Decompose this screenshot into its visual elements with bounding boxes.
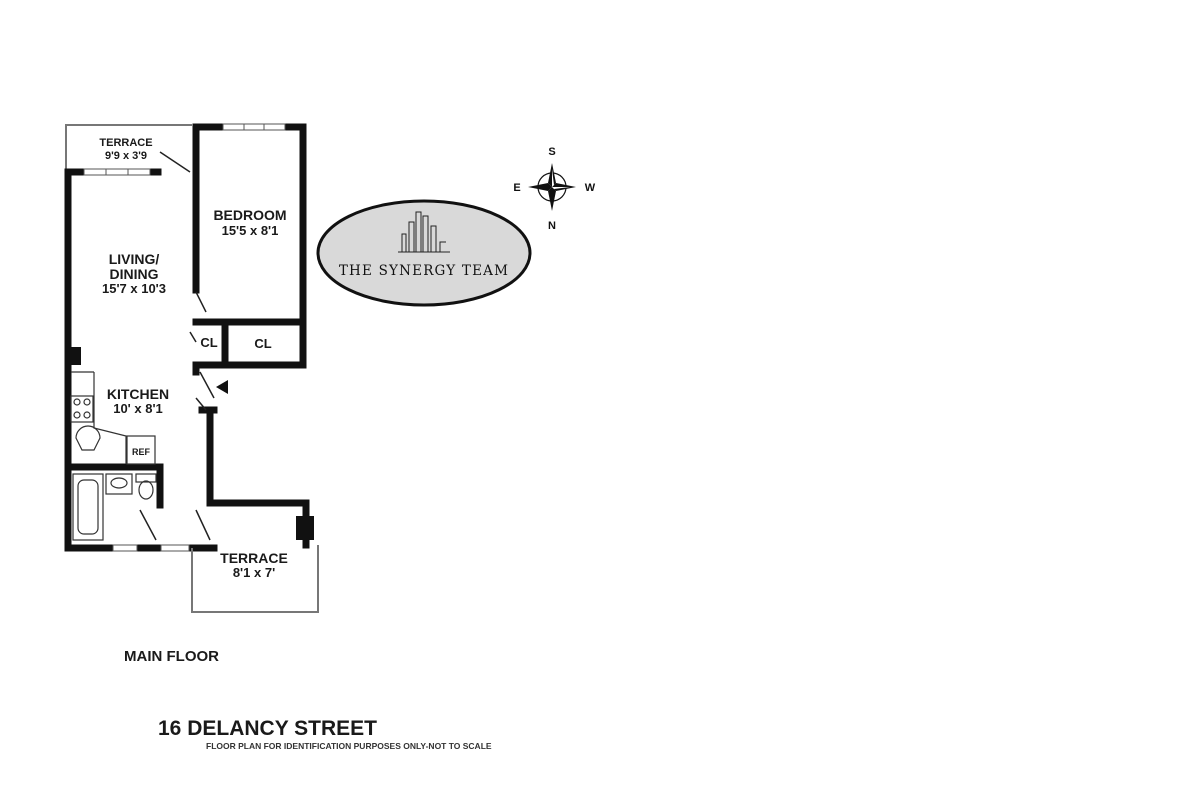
- compass-rose-icon: [528, 163, 576, 211]
- terrace-top-dims: 9'9 x 3'9: [105, 150, 147, 162]
- windows: [83, 123, 286, 552]
- bedroom-name: BEDROOM: [213, 207, 286, 223]
- city-skyline-icon: [398, 211, 450, 253]
- kitchen-name: KITCHEN: [107, 386, 169, 402]
- bathroom-fixtures: [72, 473, 157, 541]
- logo-text: THE SYNERGY TEAM: [339, 263, 509, 279]
- address-title: 16 DELANCY STREET: [158, 717, 377, 740]
- terrace-top-name: TERRACE: [99, 137, 152, 149]
- bedroom-dims: 15'5 x 8'1: [222, 223, 279, 238]
- closet-right-label: CL: [254, 336, 271, 351]
- terrace-top-outline: [65, 124, 192, 170]
- kitchen-dims: 10' x 8'1: [113, 401, 163, 416]
- compass-label-top: S: [548, 146, 555, 158]
- disclaimer-note: FLOOR PLAN FOR IDENTIFICATION PURPOSES O…: [206, 741, 492, 751]
- living-name-line2: DINING: [110, 266, 159, 282]
- living-name-line1: LIVING/: [109, 251, 160, 267]
- entry-arrow-icon: [216, 380, 228, 394]
- terrace-bottom-name: TERRACE: [220, 550, 288, 566]
- compass-label-bottom: N: [548, 220, 556, 232]
- terrace-bottom-dims: 8'1 x 7': [233, 565, 275, 580]
- compass-label-left: E: [513, 182, 520, 194]
- floor-label: MAIN FLOOR: [124, 648, 219, 665]
- terrace-bottom-outline: [191, 545, 319, 613]
- walls: [64, 123, 310, 552]
- kitchen-counter: [70, 371, 156, 465]
- doors: [139, 151, 215, 541]
- living-dims: 15'7 x 10'3: [102, 281, 166, 296]
- column-block: [67, 347, 81, 365]
- column-block: [296, 516, 314, 540]
- compass-label-right: W: [585, 182, 596, 194]
- refrigerator-label: REF: [132, 447, 151, 457]
- synergy-team-logo: THE SYNERGY TEAM: [316, 199, 532, 307]
- closet-left-label: CL: [200, 335, 217, 350]
